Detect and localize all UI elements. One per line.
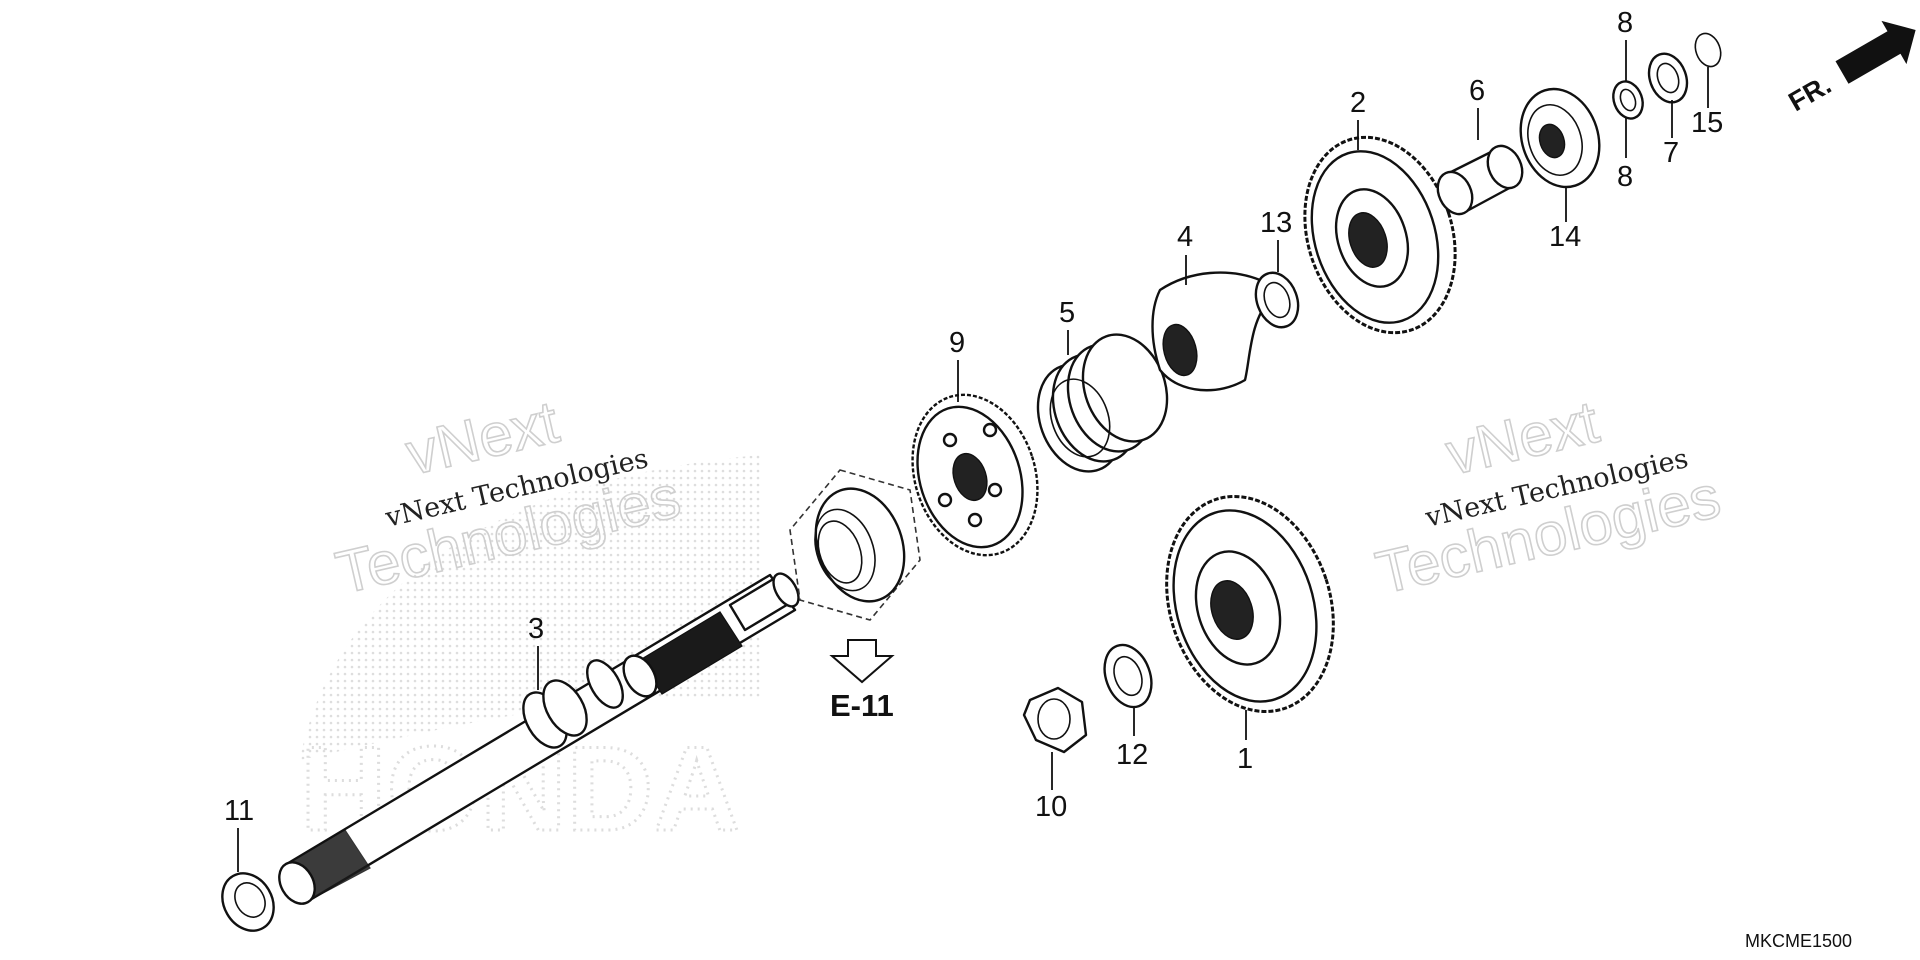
gear-part-1 [1165,495,1335,713]
diagram-code: MKCME1500 [1745,931,1852,951]
callout-4: 4 [1177,221,1193,253]
callout-3: 3 [528,613,544,645]
callout-9: 9 [949,327,965,359]
washer-part-12 [1103,643,1153,709]
front-direction-arrow: FR. [1784,20,1916,117]
callout-14: 14 [1549,221,1581,253]
reference-e11-label: E-11 [830,688,894,723]
reference-e11-bearing: E-11 [789,469,921,723]
callout-11: 11 [224,795,254,827]
callout-12: 12 [1116,739,1148,771]
collar-part-6 [1436,144,1524,216]
callout-13: 13 [1260,207,1292,239]
washer-part-13 [1254,271,1300,329]
hex-nut-part-10 [1022,686,1088,754]
split-collar-part-8 [1612,80,1644,120]
cam-part-4 [1151,271,1272,392]
callout-2: 2 [1350,87,1366,119]
nut-part-11 [221,872,275,932]
callout-15: 15 [1691,107,1723,139]
callout-5: 5 [1059,297,1075,329]
callouts: 1 2 3 4 5 6 7 8 8 9 10 11 12 13 14 15 [224,7,1723,827]
bearing-part-14 [1519,87,1601,189]
callout-6: 6 [1469,75,1485,107]
gear-part-9 [911,393,1039,557]
callout-1: 1 [1237,743,1253,775]
front-direction-label: FR. [1784,69,1837,117]
callout-10: 10 [1035,791,1067,823]
washer-part-7 [1647,52,1689,104]
callout-8-top: 8 [1617,7,1633,39]
shaft-part-3 [278,572,800,905]
callout-8-bottom: 8 [1617,161,1633,193]
watermark-right: vNext Technologies vNext Technologies [1369,387,1727,607]
circlip-part-15 [1694,32,1722,68]
gear-part-2 [1303,135,1457,335]
callout-7: 7 [1663,137,1679,169]
leader-lines [237,40,1709,872]
spring-part-5 [1036,333,1169,473]
